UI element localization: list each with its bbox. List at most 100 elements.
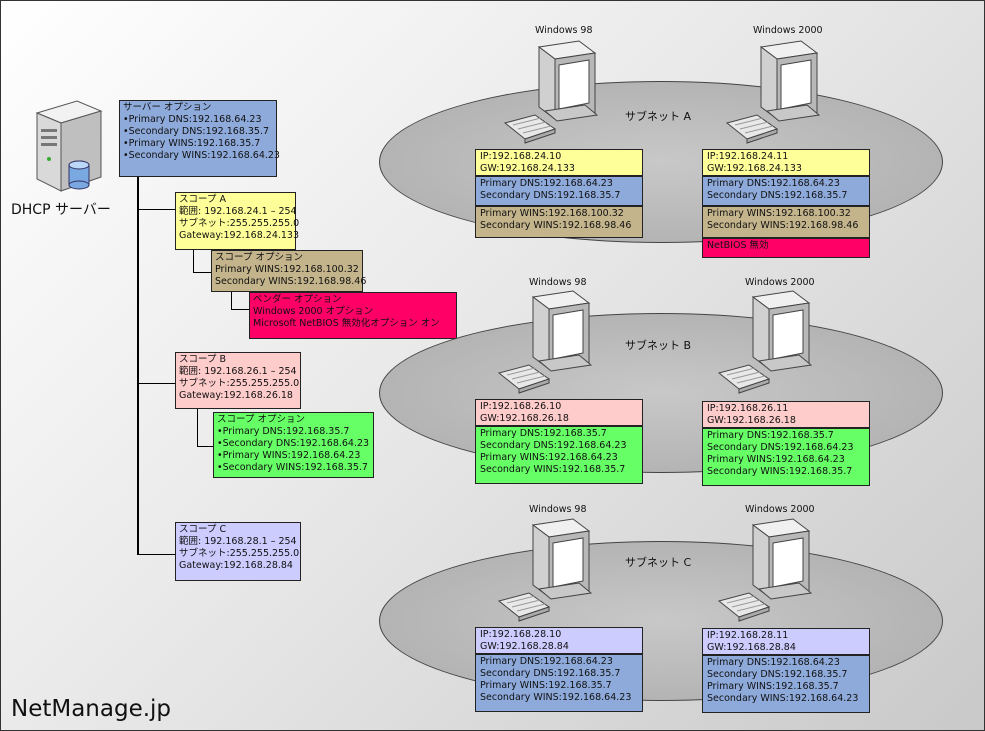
client-ip-section: IP:192.168.26.11 GW:192.168.26.18 xyxy=(702,401,870,428)
scope-a-box: スコープ A 範囲: 192.168.24.1 – 254 サブネット:255.… xyxy=(175,192,300,250)
option-line: Secondary WINS:192.168.64.23 xyxy=(707,693,859,704)
dns-line: Secondary DNS:192.168.35.7 xyxy=(707,190,848,201)
scope-option-line: •Primary DNS:192.168.35.7 xyxy=(217,426,350,437)
brand-watermark: NetManage.jp xyxy=(11,696,172,722)
client-wins-section: Primary WINS:192.168.100.32 Secondary WI… xyxy=(702,206,870,238)
scope-line: 範囲: 192.168.24.1 – 254 xyxy=(179,206,297,217)
client-ip-section: IP:192.168.28.10 GW:192.168.28.84 xyxy=(475,627,643,654)
client-wins-section: Primary WINS:192.168.100.32 Secondary WI… xyxy=(475,206,643,238)
option-line: Secondary WINS:192.168.35.7 xyxy=(707,466,853,477)
tree-connector xyxy=(231,292,232,310)
server-label: DHCP サーバー xyxy=(11,202,111,218)
tree-connector xyxy=(137,554,175,555)
client-ip-section: IP:192.168.26.10 GW:192.168.26.18 xyxy=(475,399,643,426)
client-os-label: Windows 98 xyxy=(535,25,593,36)
server-options-title: サーバー オプション xyxy=(123,102,212,113)
scope-option-line: •Secondary DNS:192.168.64.23 xyxy=(217,438,370,449)
desktop-computer-icon xyxy=(497,518,593,622)
ip-line: IP:192.168.24.11 xyxy=(707,151,789,162)
wins-line: Primary WINS:192.168.100.32 xyxy=(480,208,624,219)
option-line: Primary WINS:192.168.64.23 xyxy=(480,452,618,463)
gw-line: GW:192.168.26.18 xyxy=(480,413,569,424)
tree-connector xyxy=(231,309,249,310)
vendor-options-title: ベンダー オプション xyxy=(253,294,342,305)
option-line: Secondary DNS:192.168.64.23 xyxy=(480,440,627,451)
scope-line: Gateway:192.168.28.84 xyxy=(179,560,293,571)
option-line: Secondary DNS:192.168.64.23 xyxy=(707,442,854,453)
server-option-line: •Secondary WINS:192.168.64.23 xyxy=(123,150,280,161)
scope-line: 範囲: 192.168.26.1 – 254 xyxy=(179,366,297,377)
desktop-computer-icon xyxy=(497,290,593,394)
client-ip-section: IP:192.168.24.11 GW:192.168.24.133 xyxy=(702,149,870,176)
vendor-option-line: Windows 2000 オプション xyxy=(253,306,374,317)
desktop-computer-icon xyxy=(725,40,821,144)
scope-line: Gateway:192.168.26.18 xyxy=(179,390,293,401)
gw-line: GW:192.168.26.18 xyxy=(707,415,796,426)
client-dns-section: Primary DNS:192.168.64.23 Secondary DNS:… xyxy=(702,176,870,206)
dns-line: Primary DNS:192.168.64.23 xyxy=(707,178,840,189)
vendor-options-box: ベンダー オプション Windows 2000 オプション Microsoft … xyxy=(249,292,457,339)
client-os-label: Windows 98 xyxy=(529,277,587,288)
option-line: Primary DNS:192.168.64.23 xyxy=(707,657,840,668)
tree-connector xyxy=(197,446,213,447)
scope-option-line: •Secondary WINS:192.168.35.7 xyxy=(217,462,368,473)
option-line: Primary DNS:192.168.35.7 xyxy=(707,430,834,441)
client-options-section: Primary DNS:192.168.64.23 Secondary DNS:… xyxy=(702,655,870,713)
gw-line: GW:192.168.28.84 xyxy=(480,641,569,652)
tree-connector xyxy=(193,272,211,273)
tree-connector xyxy=(197,409,198,447)
subnet-a-label: サブネット A xyxy=(625,110,692,123)
scope-line: 範囲: 192.168.28.1 – 254 xyxy=(179,536,297,547)
server-option-line: •Primary DNS:192.168.64.23 xyxy=(123,114,262,125)
netbios-line: NetBIOS 無効 xyxy=(707,240,769,251)
option-line: Secondary WINS:192.168.35.7 xyxy=(480,464,626,475)
scope-line: サブネット:255.255.255.0 xyxy=(179,548,300,559)
scope-line: サブネット:255.255.255.0 xyxy=(179,378,300,389)
desktop-computer-icon xyxy=(503,40,599,144)
ip-line: IP:192.168.26.11 xyxy=(707,403,789,414)
client-os-label: Windows 2000 xyxy=(745,504,815,515)
client-os-label: Windows 98 xyxy=(529,504,587,515)
client-options-section: Primary DNS:192.168.35.7 Secondary DNS:1… xyxy=(702,428,870,486)
scope-option-line: Secondary WINS:192.168.98.46 xyxy=(215,276,367,287)
scope-option-line: Primary WINS:192.168.100.32 xyxy=(215,264,359,275)
gw-line: GW:192.168.24.133 xyxy=(480,163,575,174)
tree-connector xyxy=(137,177,139,555)
ip-line: IP:192.168.28.11 xyxy=(707,630,789,641)
client-options-section: Primary DNS:192.168.35.7 Secondary DNS:1… xyxy=(475,426,643,484)
scope-line: サブネット:255.255.255.0 xyxy=(179,218,300,229)
scope-options-title: スコープ オプション xyxy=(215,252,303,263)
dns-line: Primary DNS:192.168.64.23 xyxy=(480,178,613,189)
scope-b-options-box: スコープ オプション •Primary DNS:192.168.35.7 •Se… xyxy=(213,412,374,478)
tree-connector xyxy=(193,249,194,273)
subnet-c-label: サブネット C xyxy=(625,556,692,569)
tree-connector xyxy=(137,383,175,384)
wins-line: Secondary WINS:192.168.98.46 xyxy=(707,220,859,231)
scope-c-box: スコープ C 範囲: 192.168.28.1 – 254 サブネット:255.… xyxy=(175,522,301,581)
ip-line: IP:192.168.24.10 xyxy=(480,151,562,162)
client-os-label: Windows 2000 xyxy=(753,25,823,36)
scope-a-options-box: スコープ オプション Primary WINS:192.168.100.32 S… xyxy=(211,250,367,292)
desktop-computer-icon xyxy=(717,290,813,394)
server-tower-icon xyxy=(35,100,103,192)
option-line: Secondary DNS:192.168.35.7 xyxy=(707,669,848,680)
scope-b-box: スコープ B 範囲: 192.168.26.1 – 254 サブネット:255.… xyxy=(175,352,301,409)
option-line: Primary DNS:192.168.35.7 xyxy=(480,428,607,439)
scope-line: Gateway:192.168.24.133 xyxy=(179,230,300,241)
server-options-box: サーバー オプション •Primary DNS:192.168.64.23 •S… xyxy=(119,100,280,177)
wins-line: Secondary WINS:192.168.98.46 xyxy=(480,220,632,231)
server-option-line: •Primary WINS:192.168.35.7 xyxy=(123,138,261,149)
option-line: Secondary DNS:192.168.35.7 xyxy=(480,668,621,679)
netbios-section: NetBIOS 無効 xyxy=(702,238,870,258)
subnet-b-label: サブネット B xyxy=(625,339,692,352)
option-line: Primary WINS:192.168.64.23 xyxy=(707,454,845,465)
vendor-option-line: Microsoft NetBIOS 無効化オプション オン xyxy=(253,318,440,329)
option-line: Primary DNS:192.168.64.23 xyxy=(480,656,613,667)
gw-line: GW:192.168.24.133 xyxy=(707,163,802,174)
server-option-line: •Secondary DNS:192.168.35.7 xyxy=(123,126,270,137)
client-options-section: Primary DNS:192.168.64.23 Secondary DNS:… xyxy=(475,654,643,712)
option-line: Primary WINS:192.168.35.7 xyxy=(480,680,612,691)
gw-line: GW:192.168.28.84 xyxy=(707,642,796,653)
scope-option-line: •Primary WINS:192.168.64.23 xyxy=(217,450,361,461)
